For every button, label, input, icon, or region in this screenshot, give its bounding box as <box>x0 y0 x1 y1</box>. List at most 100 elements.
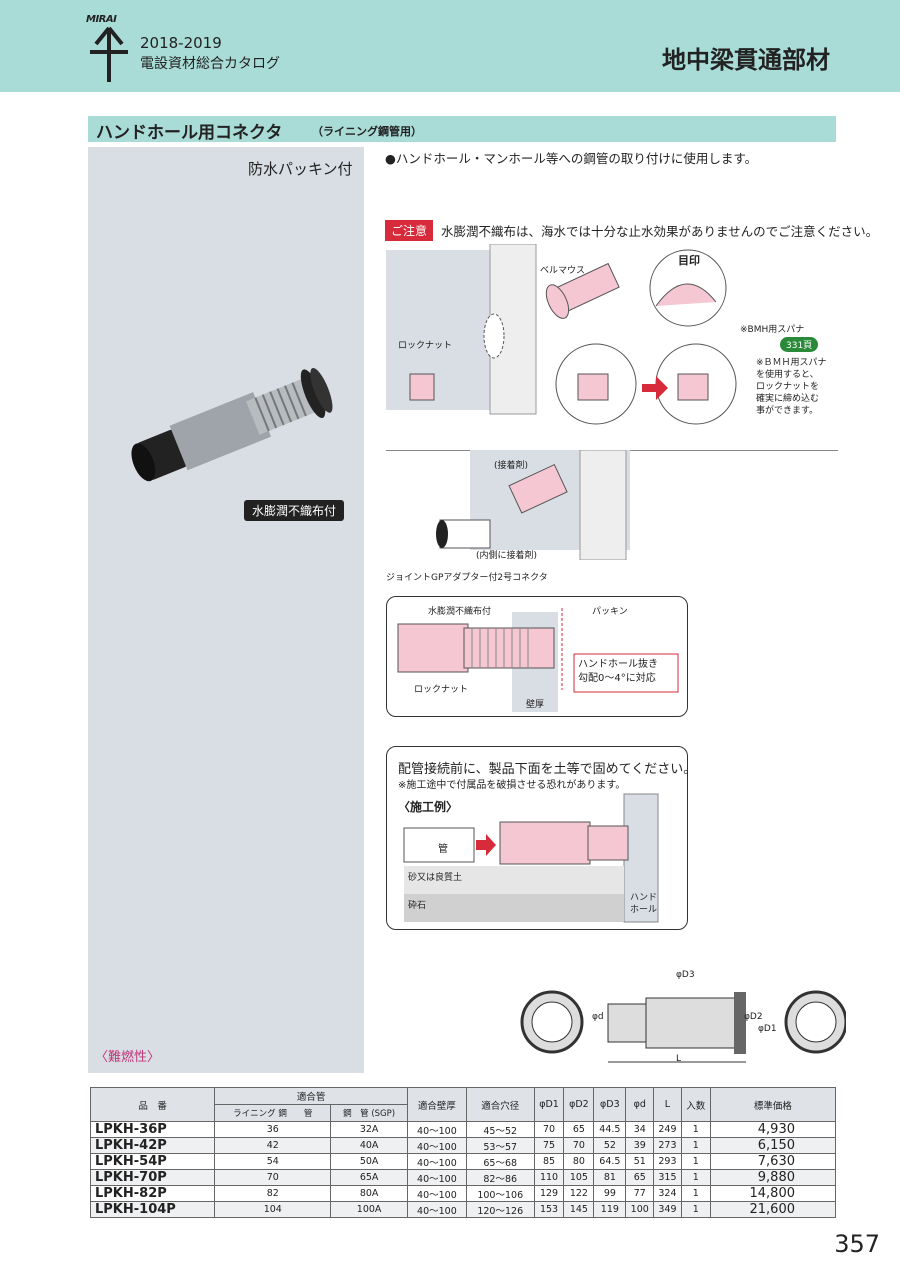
header-d: φd <box>625 1087 655 1122</box>
table-cell: 153 <box>533 1201 565 1218</box>
mirai-logo-icon <box>90 26 128 82</box>
table-cell: 104 <box>214 1201 332 1218</box>
header-price: 標準価格 <box>709 1087 837 1122</box>
joint-label: ジョイントGPアダプター付2号コネクタ <box>386 573 548 583</box>
handhole-slope-label: ハンドホール抜き勾配0～4°に対応 <box>578 659 658 684</box>
catalog-title: 電設資材総合カタログ <box>140 56 280 72</box>
header-d2: φD2 <box>563 1087 595 1122</box>
table-cell: 1 <box>680 1169 711 1186</box>
locknut-label-2: ロックナット <box>414 685 469 695</box>
table-cell: 1 <box>680 1121 711 1138</box>
header-pipe-group: 適合管 <box>214 1087 408 1105</box>
table-cell: 65～68 <box>465 1153 535 1170</box>
price-cell: 4,930 <box>709 1121 837 1138</box>
construction-note: 配管接続前に、製品下面を土等で固めてください。 <box>398 762 697 777</box>
gravel-label: 砕石 <box>408 901 427 911</box>
price-cell: 14,800 <box>709 1185 837 1202</box>
table-cell: 65 <box>625 1169 655 1186</box>
table-cell: 40～100 <box>406 1153 467 1170</box>
table-cell: 85 <box>533 1153 565 1170</box>
catalog-years: 2018-2019 <box>140 34 222 52</box>
header-d3: φD3 <box>593 1087 627 1122</box>
table-cell: 39 <box>625 1137 655 1154</box>
model-cell: LPKH-70P <box>89 1169 216 1186</box>
table-cell: 122 <box>563 1185 595 1202</box>
category-title: 地中梁貫通部材 <box>662 46 830 74</box>
table-cell: 53～57 <box>465 1137 535 1154</box>
construction-diagram <box>403 793 659 923</box>
model-cell: LPKH-54P <box>89 1153 216 1170</box>
header-wall: 適合壁厚 <box>406 1087 467 1122</box>
table-cell: 65 <box>563 1121 595 1138</box>
header-steel: 鋼 管 (SGP) <box>330 1104 408 1122</box>
table-cell: 42 <box>214 1137 332 1154</box>
table-cell: 145 <box>563 1201 595 1218</box>
table-cell: 1 <box>680 1137 711 1154</box>
table-cell: 45～52 <box>465 1121 535 1138</box>
section-bar <box>88 116 836 142</box>
table-cell: 100～106 <box>465 1185 535 1202</box>
sand-label: 砂又は良質土 <box>408 873 463 883</box>
inner-adhesive-label: (内側に接着剤) <box>476 551 538 561</box>
spec-table: 品 番 適合管 適合壁厚 適合穴径 φD1 φD2 φD3 φd L 入数 標準… <box>89 1087 837 1218</box>
dimension-drawing <box>520 990 846 1063</box>
table-cell: 77 <box>625 1185 655 1202</box>
table-cell: 52 <box>593 1137 627 1154</box>
waterproof-label: 防水パッキン付 <box>248 160 353 178</box>
mark-label: 目印 <box>678 254 700 267</box>
dim-d2: φD2 <box>744 1012 763 1022</box>
header-d1: φD1 <box>533 1087 565 1122</box>
packing-label: パッキン <box>592 607 628 617</box>
swell-badge: 水膨潤不織布付 <box>244 500 345 521</box>
table-cell: 36 <box>214 1121 332 1138</box>
header-model: 品 番 <box>89 1087 216 1122</box>
usage-text: ●ハンドホール・マンホール等への鋼管の取り付けに使用します。 <box>385 151 758 166</box>
table-cell: 120～126 <box>465 1201 535 1218</box>
handhole-label: ハンドホール <box>630 893 658 915</box>
table-cell: 105 <box>563 1169 595 1186</box>
locknut-label: ロックナット <box>398 341 453 351</box>
bmh-note: ※ＢＭＨ用スパナを使用すると、 ロックナットを確実に締め込む 事ができます。 <box>756 358 827 416</box>
table-cell: 64.5 <box>593 1153 627 1170</box>
header-lining: ライニング 鋼 管 <box>214 1104 332 1122</box>
price-cell: 6,150 <box>709 1137 837 1154</box>
construction-subnote: ※施工途中で付属品を破損させる恐れがあります。 <box>398 780 626 791</box>
table-cell: 70 <box>533 1121 565 1138</box>
table-cell: 70 <box>563 1137 595 1154</box>
table-cell: 324 <box>653 1185 682 1202</box>
product-panel <box>88 147 364 1073</box>
adhesive-label: (接着剤) <box>494 461 529 471</box>
table-cell: 44.5 <box>593 1121 627 1138</box>
dim-l: L <box>676 1054 682 1064</box>
table-cell: 129 <box>533 1185 565 1202</box>
bellmouth-label: ベルマウス <box>540 266 586 276</box>
model-cell: LPKH-104P <box>89 1201 216 1218</box>
table-cell: 315 <box>653 1169 682 1186</box>
header-qty: 入数 <box>680 1087 711 1122</box>
dim-d1: φD1 <box>758 1024 777 1034</box>
table-cell: 81 <box>593 1169 627 1186</box>
page-ref-badge: 331頁 <box>780 337 819 352</box>
table-cell: 65A <box>330 1169 408 1186</box>
header-hole: 適合穴径 <box>465 1087 535 1122</box>
table-cell: 40～100 <box>406 1169 467 1186</box>
table-cell: 119 <box>593 1201 627 1218</box>
table-cell: 80A <box>330 1185 408 1202</box>
table-cell: 349 <box>653 1201 682 1218</box>
header-l: L <box>653 1087 682 1122</box>
table-cell: 32A <box>330 1121 408 1138</box>
pipe-label: 管 <box>438 844 448 855</box>
table-cell: 70 <box>214 1169 332 1186</box>
section-subtitle: （ライニング鋼管用） <box>312 125 422 138</box>
section-diagram <box>397 608 679 712</box>
table-cell: 40～100 <box>406 1121 467 1138</box>
product-photo <box>131 367 333 482</box>
logo-text: MIRAI <box>86 14 117 25</box>
wall-thickness-label: 壁厚 <box>526 700 545 710</box>
